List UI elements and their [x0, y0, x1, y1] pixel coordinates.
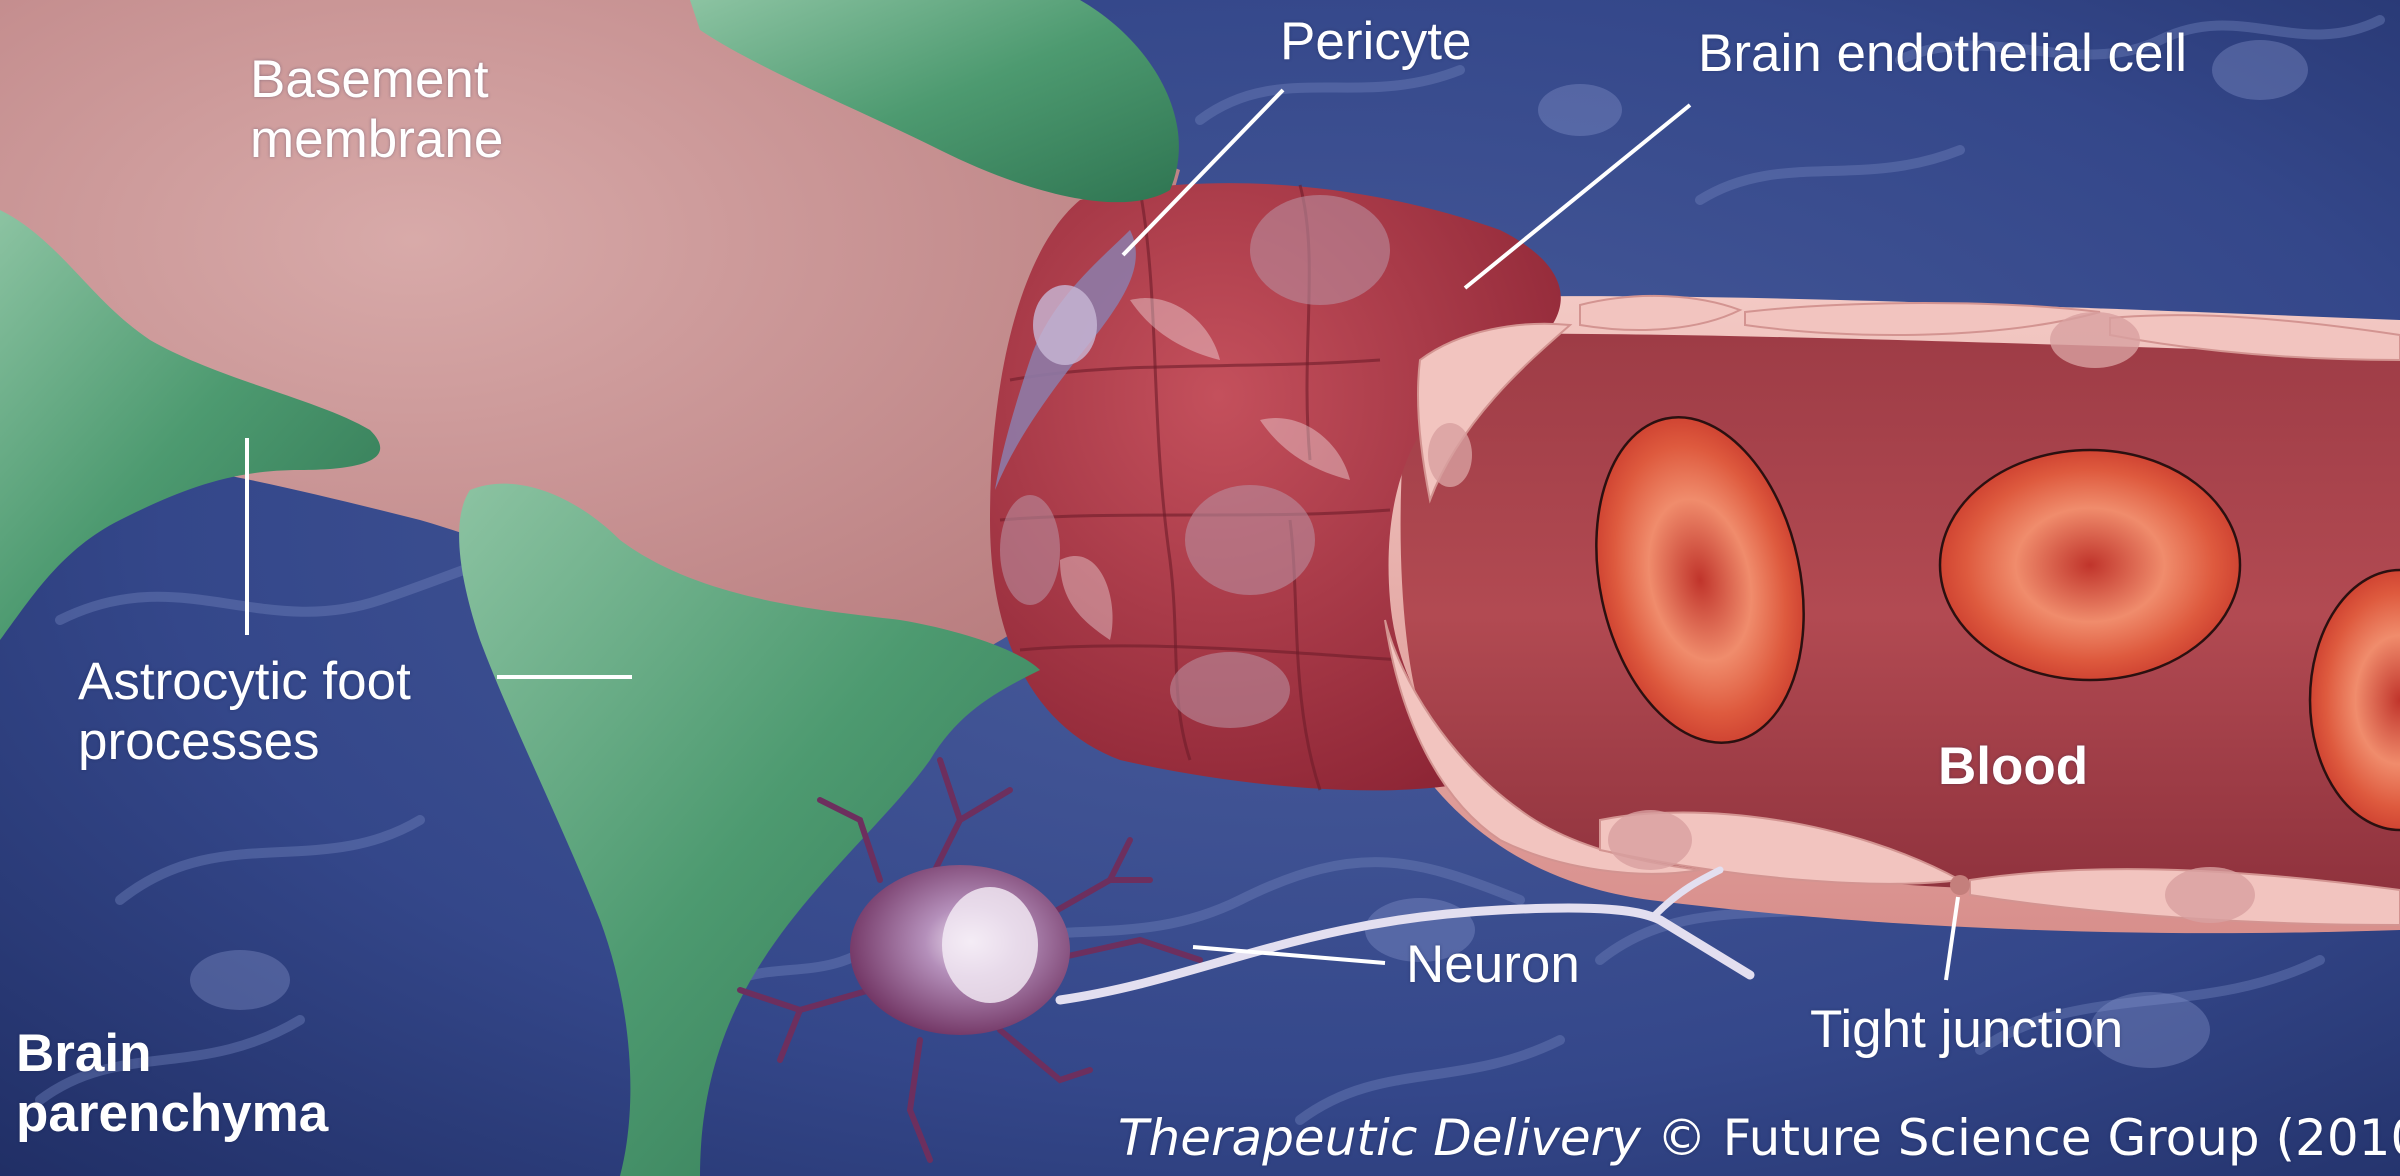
label-parenchyma-line1: Brain	[16, 1024, 328, 1084]
vessel-lumen	[1401, 334, 2400, 896]
label-basement-line1: Basement	[250, 50, 503, 110]
label-parenchyma-line2: parenchyma	[16, 1084, 328, 1144]
tight-junction-marker	[1950, 875, 1970, 895]
pericyte-nucleus	[1033, 285, 1097, 365]
credit-journal: Therapeutic Delivery	[1118, 1109, 1641, 1167]
label-astrocytic-foot-processes: Astrocytic foot processes	[78, 652, 411, 772]
label-astro-line1: Astrocytic foot	[78, 652, 411, 712]
label-brain-parenchyma: Brain parenchyma	[16, 1024, 328, 1144]
red-blood-cell-2	[1940, 450, 2240, 680]
label-astro-line2: processes	[78, 712, 411, 772]
label-pericyte: Pericyte	[1280, 12, 1471, 72]
neuron-nucleus	[942, 887, 1038, 1003]
label-neuron: Neuron	[1406, 935, 1580, 995]
label-brain-endothelial-cell: Brain endothelial cell	[1698, 24, 2187, 84]
label-blood: Blood	[1938, 737, 2088, 797]
credit-rest: © Future Science Group (2010)	[1641, 1109, 2400, 1167]
label-basement-line2: membrane	[250, 110, 503, 170]
label-basement-membrane: Basement membrane	[250, 50, 503, 170]
copyright-credit: Therapeutic Delivery © Future Science Gr…	[1118, 1110, 2400, 1167]
label-tight-junction: Tight junction	[1810, 1000, 2123, 1060]
